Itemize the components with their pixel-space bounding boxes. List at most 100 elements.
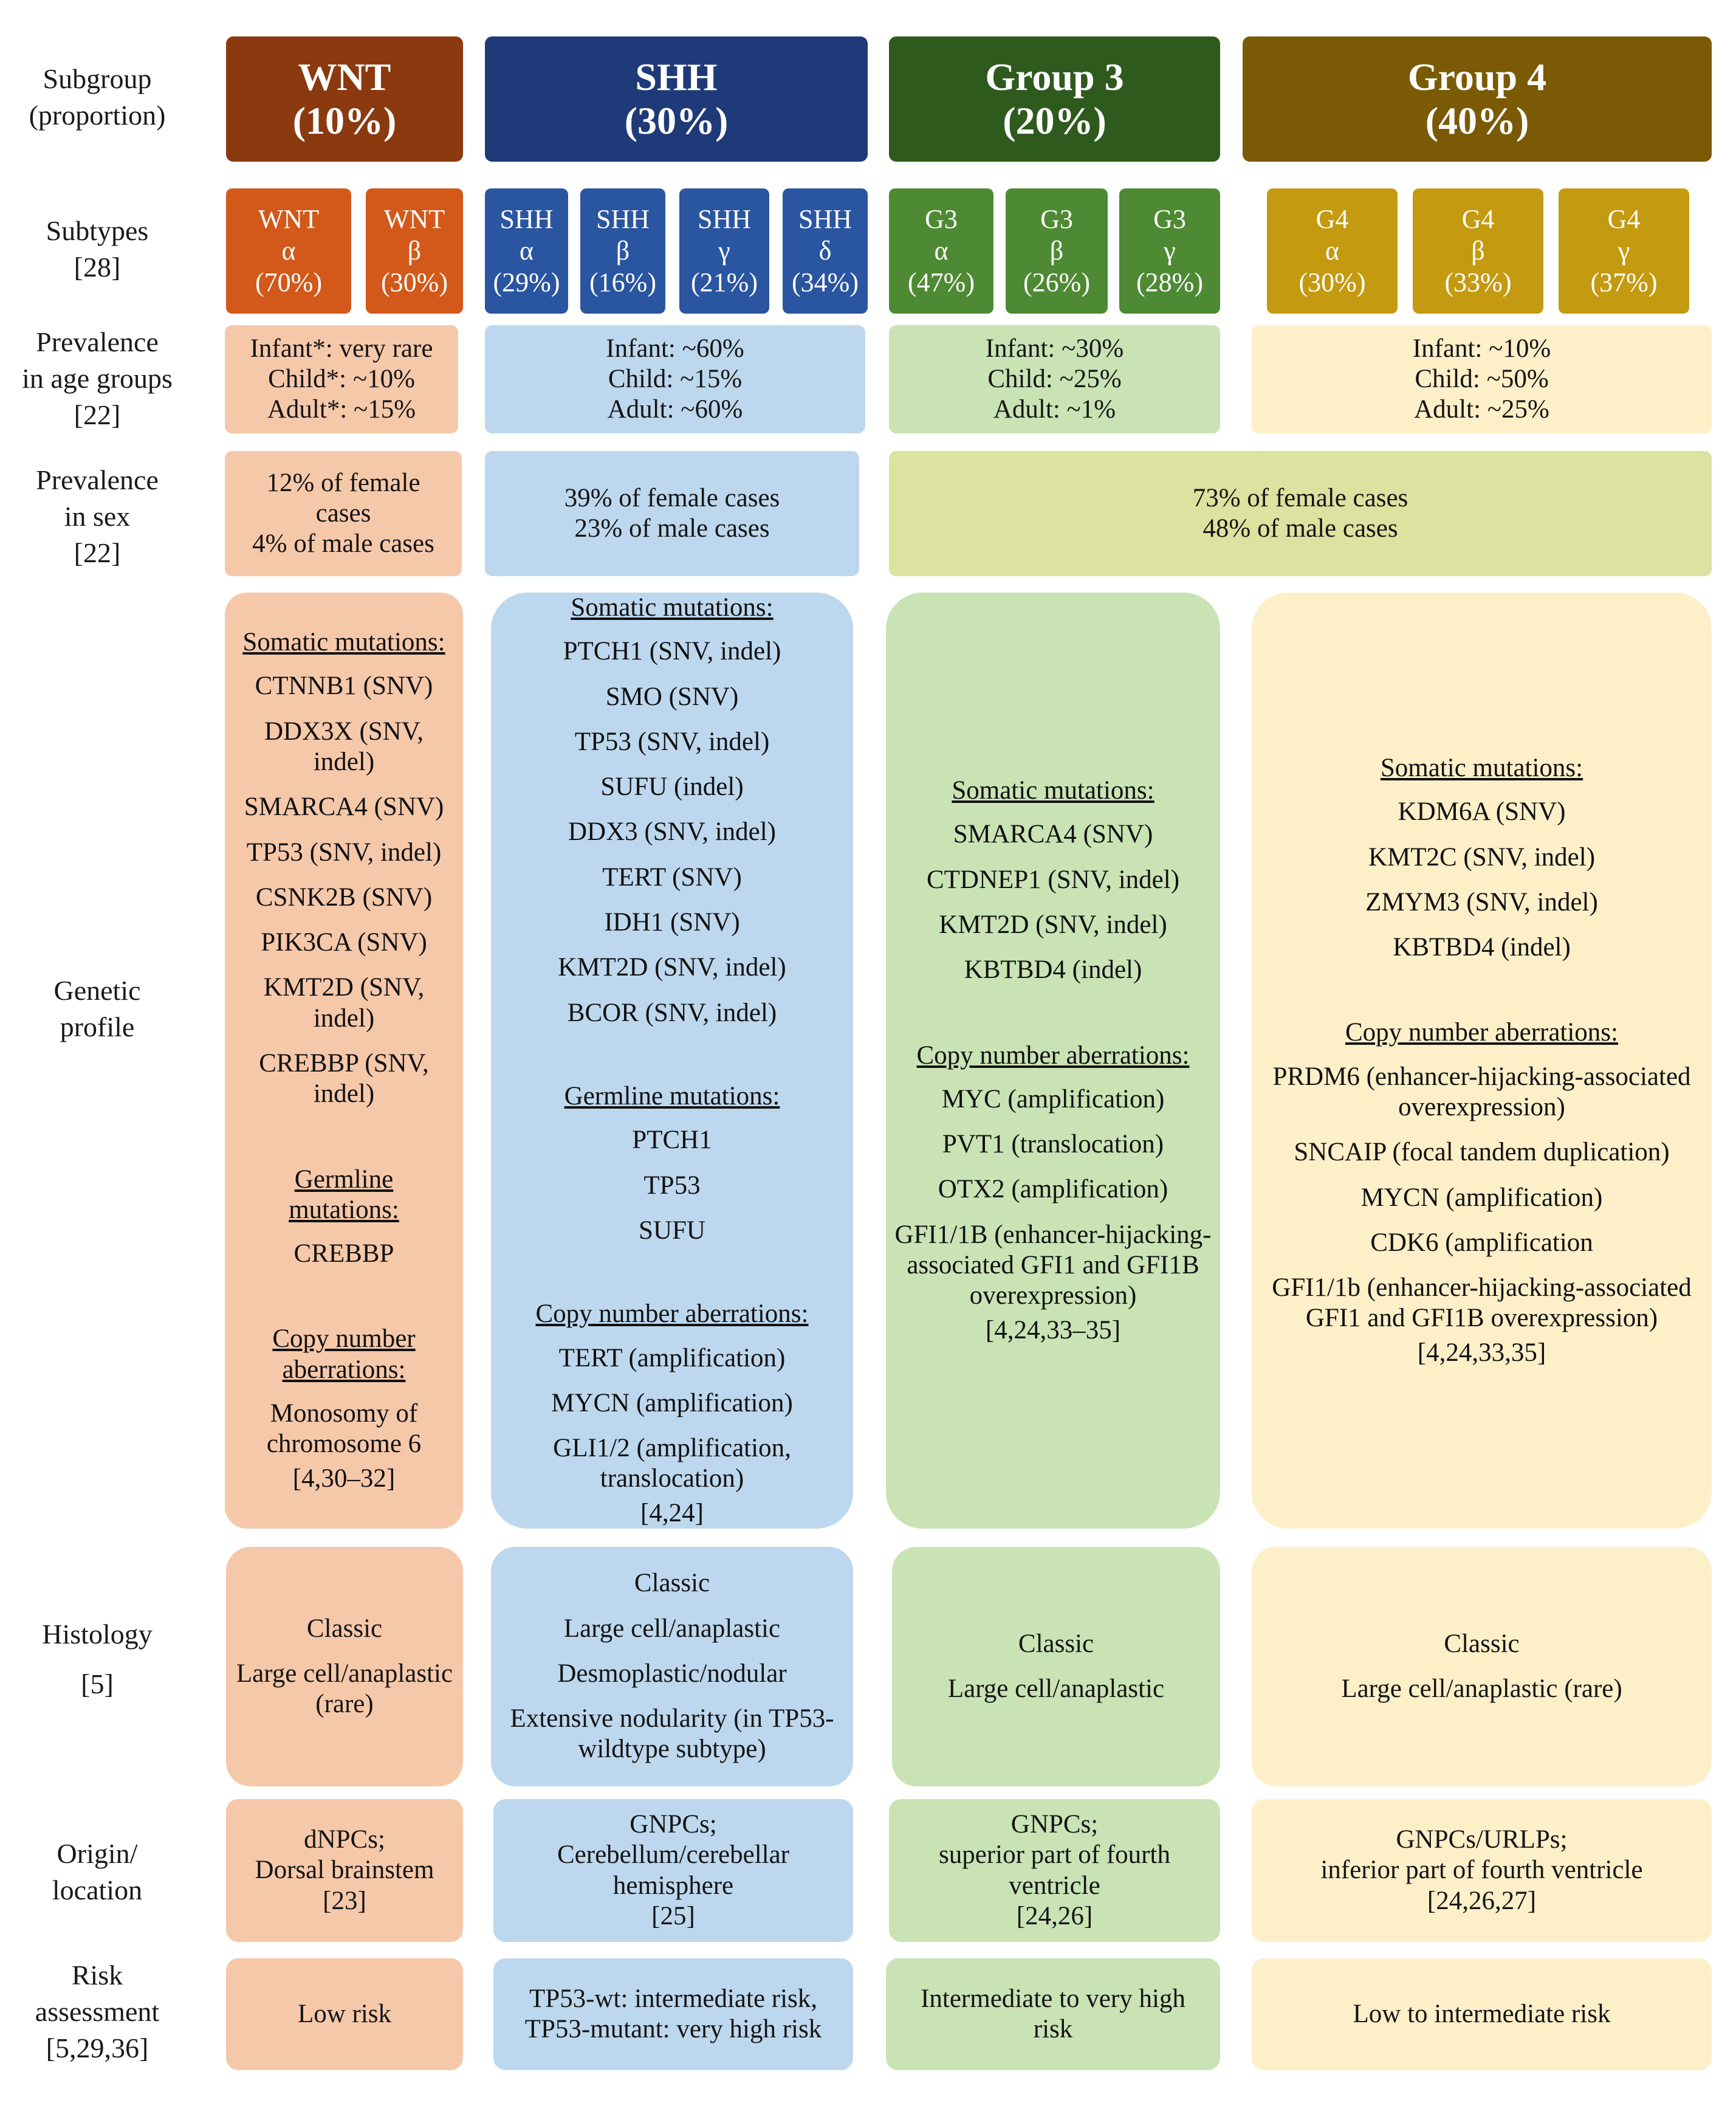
row-label-line: in age groups bbox=[22, 363, 173, 394]
sex-line: 48% of male cases bbox=[1203, 514, 1398, 543]
row-label-line: location bbox=[52, 1874, 143, 1905]
gene-item: DDX3 (SNV, indel) bbox=[568, 817, 776, 847]
row-label-line: Subtypes bbox=[46, 215, 149, 247]
gene-item: CTNNB1 (SNV) bbox=[255, 672, 433, 701]
subtype-proportion: (37%) bbox=[1590, 267, 1658, 297]
row-label-line: assessment bbox=[35, 1996, 160, 2028]
age-shh: Infant: ~60% Child: ~15% Adult: ~60% bbox=[485, 325, 865, 433]
somatic-title: Somatic mutations: bbox=[1380, 753, 1583, 782]
gene-item: PRDM6 (enhancer-hijacking-associated ove… bbox=[1272, 1062, 1691, 1121]
sex-line: cases bbox=[315, 498, 371, 528]
subtype-name: G3 bbox=[1040, 204, 1073, 235]
subtype-name: WNT bbox=[383, 204, 445, 235]
gene-item: KDM6A (SNV) bbox=[1398, 797, 1566, 827]
age-group4: Infant: ~10% Child: ~50% Adult: ~25% bbox=[1252, 325, 1712, 433]
risk-shh: TP53-wt: intermediate risk, TP53-mutant:… bbox=[493, 1958, 853, 2070]
gene-item: Monosomy of chromosome 6 bbox=[266, 1399, 422, 1459]
risk-text: TP53-mutant: very high risk bbox=[524, 2015, 822, 2043]
reference: [4,24,33,35] bbox=[1417, 1338, 1546, 1367]
subtype-proportion: (47%) bbox=[908, 267, 975, 297]
gene-item: TERT (SNV) bbox=[602, 862, 742, 892]
gene-item: SMARCA4 (SNV) bbox=[953, 820, 1153, 849]
genetic-group3: Somatic mutations: SMARCA4 (SNV) CTDNEP1… bbox=[886, 593, 1220, 1529]
subtype-name: SHH bbox=[697, 204, 752, 235]
histology-group3: Classic Large cell/anaplastic bbox=[892, 1547, 1220, 1786]
gene-item: KMT2C (SNV, indel) bbox=[1368, 842, 1596, 872]
risk-wnt: Low risk bbox=[226, 1958, 463, 2070]
subtype-proportion: (21%) bbox=[691, 267, 758, 297]
age-adult: Adult*: ~15% bbox=[267, 395, 416, 424]
cna-title: Copy number aberrations: bbox=[916, 1041, 1190, 1070]
cna-title: Copy number aberrations: bbox=[1345, 1018, 1618, 1047]
subtype-name: G4 bbox=[1461, 204, 1495, 235]
germline-title: Germline mutations: bbox=[564, 1082, 780, 1110]
gene-item: SNCAIP (focal tandem duplication) bbox=[1294, 1138, 1670, 1167]
subtype-letter: α bbox=[519, 236, 534, 266]
gene-item: CTDNEP1 (SNV, indel) bbox=[926, 865, 1180, 894]
age-child: Child: ~50% bbox=[1415, 364, 1549, 393]
genetic-group4: Somatic mutations: KDM6A (SNV) KMT2C (SN… bbox=[1252, 593, 1712, 1529]
subtype-proportion: (33%) bbox=[1444, 267, 1512, 297]
gene-item: GFI1/1b (enhancer-hijacking-associated G… bbox=[1272, 1273, 1692, 1333]
row-label-line: in sex bbox=[64, 501, 131, 532]
age-child: Child*: ~10% bbox=[268, 364, 415, 393]
gene-item: CDK6 (amplification bbox=[1370, 1228, 1593, 1257]
sex-line: 23% of male cases bbox=[574, 514, 770, 543]
row-label-line: [5,29,36] bbox=[46, 2032, 149, 2063]
origin-cell: GNPCs/URLPs; bbox=[1396, 1825, 1568, 1854]
origin-location: Cerebellum/cerebellar hemisphere bbox=[557, 1840, 789, 1900]
sex-line: 12% of female bbox=[266, 468, 420, 497]
row-label-line: Histology bbox=[42, 1619, 153, 1650]
sex-group3-group4: 73% of female cases 48% of male cases bbox=[889, 451, 1712, 576]
origin-group3: GNPCs; superior part of fourth ventricle… bbox=[889, 1799, 1220, 1942]
age-infant: Infant: ~60% bbox=[606, 334, 744, 363]
subtype-letter: β bbox=[407, 236, 422, 266]
header-proportion: (10%) bbox=[292, 99, 397, 142]
subtype-proportion: (28%) bbox=[1136, 267, 1203, 297]
subtype-wnt-beta: WNT β (30%) bbox=[366, 188, 463, 314]
age-infant: Infant*: very rare bbox=[250, 334, 433, 363]
gene-item: KBTBD4 (indel) bbox=[964, 955, 1142, 985]
histology-wnt: Classic Large cell/anaplastic (rare) bbox=[226, 1547, 463, 1786]
risk-text: Low risk bbox=[297, 1999, 392, 2028]
gene-item: KMT2D (SNV, indel) bbox=[263, 973, 425, 1033]
row-label-line: Prevalence bbox=[36, 326, 159, 358]
subtype-g3-alpha: G3 α (47%) bbox=[889, 188, 993, 314]
subtype-letter: α bbox=[281, 236, 296, 266]
gene-item: TP53 (SNV, indel) bbox=[574, 727, 770, 756]
row-label-histology: Histology [5] bbox=[0, 1605, 194, 1714]
gene-item: PTCH1 bbox=[632, 1126, 712, 1155]
subtype-name: G3 bbox=[925, 204, 958, 235]
header-title: WNT bbox=[298, 55, 391, 99]
gene-item: MYCN (amplification) bbox=[551, 1388, 793, 1417]
histology-item: Classic bbox=[1444, 1629, 1520, 1658]
subtype-letter: δ bbox=[818, 236, 832, 266]
subtype-name: G4 bbox=[1316, 204, 1349, 235]
row-label-line: Prevalence bbox=[36, 464, 159, 496]
subtype-g3-gamma: G3 γ (28%) bbox=[1119, 188, 1220, 314]
sex-shh: 39% of female cases 23% of male cases bbox=[485, 451, 859, 576]
header-shh: SHH (30%) bbox=[485, 36, 868, 162]
cna-title: Copy number aberrations: bbox=[535, 1299, 809, 1329]
age-infant: Infant: ~30% bbox=[985, 334, 1124, 363]
risk-text: TP53-wt: intermediate risk, bbox=[529, 1984, 818, 2013]
row-label-line: Genetic bbox=[53, 975, 141, 1007]
gene-item: OTX2 (amplification) bbox=[938, 1175, 1168, 1204]
origin-shh: GNPCs; Cerebellum/cerebellar hemisphere … bbox=[493, 1799, 853, 1942]
reference: [4,24] bbox=[640, 1498, 704, 1527]
gene-item: MYC (amplification) bbox=[941, 1084, 1165, 1113]
age-wnt: Infant*: very rare Child*: ~10% Adult*: … bbox=[225, 325, 458, 433]
histology-item: Extensive nodularity (in TP53-wildtype s… bbox=[510, 1704, 834, 1764]
gene-item: PIK3CA (SNV) bbox=[261, 928, 427, 957]
row-label-origin: Origin/ location bbox=[0, 1817, 194, 1927]
subtype-proportion: (70%) bbox=[255, 267, 322, 297]
gene-item: CSNK2B (SNV) bbox=[255, 883, 433, 912]
row-label-line: Subgroup bbox=[43, 63, 152, 95]
gene-item: PVT1 (translocation) bbox=[942, 1130, 1164, 1159]
row-label-sex: Prevalence in sex [22] bbox=[0, 456, 194, 577]
gene-item: TP53 (SNV, indel) bbox=[246, 838, 442, 867]
gene-item: ZMYM3 (SNV, indel) bbox=[1365, 887, 1598, 917]
reference: [24,26] bbox=[1016, 1901, 1093, 1930]
sex-wnt: 12% of female cases 4% of male cases bbox=[225, 451, 462, 576]
risk-group3: Intermediate to very high risk bbox=[886, 1958, 1220, 2070]
